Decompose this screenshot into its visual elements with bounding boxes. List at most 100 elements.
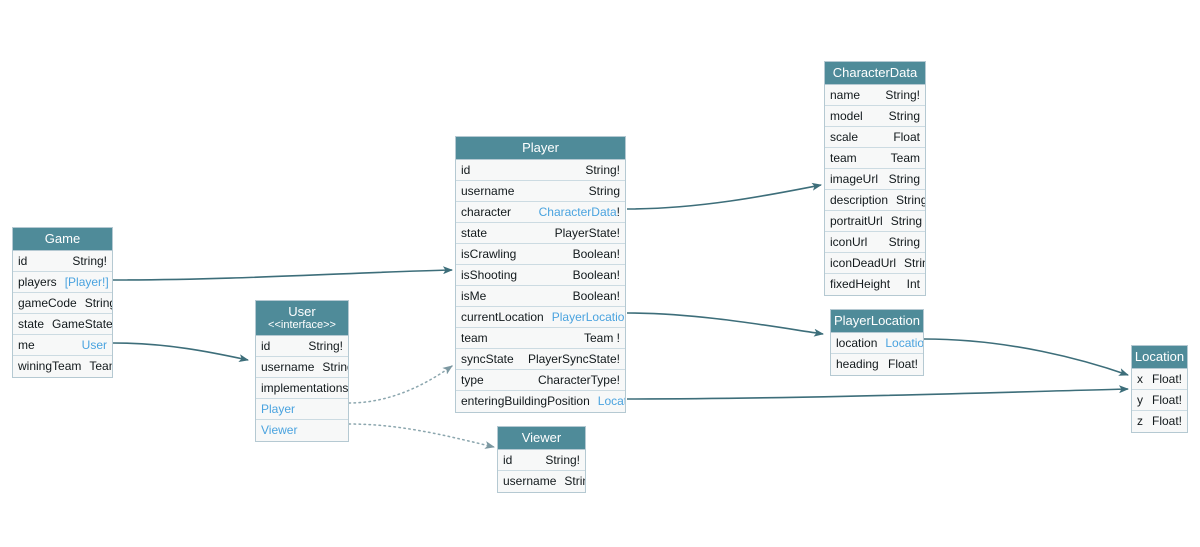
field-type: Float [893, 129, 920, 144]
table-row[interactable]: character CharacterData! [456, 202, 625, 223]
entity-game-title: Game [13, 228, 112, 251]
table-row[interactable]: username String [456, 181, 625, 202]
table-row[interactable]: winingTeam Team [13, 356, 112, 377]
table-row[interactable]: state GameState! [13, 314, 112, 335]
table-row[interactable]: model String [825, 106, 925, 127]
table-row[interactable]: portraitUrl String [825, 211, 925, 232]
table-row[interactable]: isMe Boolean! [456, 286, 625, 307]
table-row[interactable]: state PlayerState! [456, 223, 625, 244]
field-type: String [888, 171, 920, 186]
field-type: Float! [1151, 371, 1182, 386]
entity-user[interactable]: User <<interface>> id String! username S… [255, 300, 349, 442]
entity-playerlocation[interactable]: PlayerLocation location Location! headin… [830, 309, 924, 376]
table-row[interactable]: z Float! [1132, 411, 1187, 432]
field-name: type [461, 372, 484, 387]
table-row[interactable]: team Team ! [456, 328, 625, 349]
entity-viewer[interactable]: Viewer id String! username String [497, 426, 586, 493]
table-row[interactable]: imageUrl String [825, 169, 925, 190]
field-type: Float! [1151, 392, 1182, 407]
field-name: location [836, 335, 878, 350]
entity-viewer-title: Viewer [498, 427, 585, 450]
field-type: Boolean! [572, 246, 620, 261]
entity-user-name: User [288, 304, 316, 319]
entity-player-title: Player [456, 137, 625, 160]
field-name: iconUrl [830, 234, 868, 249]
field-type[interactable]: CharacterData! [539, 202, 620, 222]
implementation-player[interactable]: Player [256, 399, 348, 420]
field-type: String [890, 213, 923, 228]
field-name: currentLocation [461, 309, 544, 324]
table-row[interactable]: id String! [456, 160, 625, 181]
table-row[interactable]: enteringBuildingPosition Location [456, 391, 625, 412]
edge-playerlocation-location-to-location [923, 338, 1129, 376]
entity-location[interactable]: Location x Float! y Float! z Float! [1131, 345, 1188, 433]
table-row[interactable]: isCrawling Boolean! [456, 244, 625, 265]
field-name: fixedHeight [830, 277, 891, 291]
table-row[interactable]: username String [498, 471, 585, 492]
field-name: portraitUrl [830, 213, 883, 228]
field-type[interactable]: Location! [885, 335, 923, 350]
field-type: String! [72, 253, 107, 268]
table-row[interactable]: syncState PlayerSyncState! [456, 349, 625, 370]
implementation-name[interactable]: Player [261, 401, 296, 416]
table-row[interactable]: id String! [256, 336, 348, 357]
field-name: syncState [461, 351, 514, 366]
field-name: state [461, 225, 488, 240]
edge-player-character-to-characterdata [626, 182, 822, 210]
field-name: imageUrl [830, 171, 879, 186]
table-row[interactable]: location Location! [831, 333, 923, 354]
field-name: me [18, 337, 35, 352]
field-name: model [830, 108, 863, 123]
field-name: iconDeadUrl [830, 255, 897, 270]
table-row[interactable]: players [Player!] [13, 272, 112, 293]
entity-game[interactable]: Game id String! players [Player!] gameCo… [12, 227, 113, 378]
table-row[interactable]: fixedHeight Int [825, 274, 925, 295]
implementation-name[interactable]: Viewer [261, 423, 298, 437]
field-type: String [904, 255, 925, 270]
entity-playerlocation-title: PlayerLocation [831, 310, 923, 333]
field-type[interactable]: [Player!] [64, 274, 109, 289]
table-row[interactable]: scale Float [825, 127, 925, 148]
field-name: isCrawling [461, 246, 517, 261]
field-type: String! [84, 295, 112, 310]
table-row[interactable]: id String! [13, 251, 112, 272]
table-row[interactable]: x Float! [1132, 369, 1187, 390]
edge-user-viewer-implements [348, 423, 495, 449]
field-type: PlayerState! [554, 225, 620, 240]
table-row[interactable]: me User [13, 335, 112, 356]
table-row[interactable]: y Float! [1132, 390, 1187, 411]
field-type: Boolean! [572, 288, 620, 303]
field-type: Team [89, 359, 112, 373]
table-row[interactable]: team Team [825, 148, 925, 169]
entity-characterdata[interactable]: CharacterData name String! model String … [824, 61, 926, 296]
entity-player[interactable]: Player id String! username String charac… [455, 136, 626, 413]
field-type[interactable]: User [81, 337, 107, 352]
table-row[interactable]: gameCode String! [13, 293, 112, 314]
field-type[interactable]: PlayerLocation! [552, 307, 625, 327]
field-name: id [503, 452, 513, 467]
field-name: players [18, 274, 57, 289]
field-name: team [461, 330, 488, 345]
field-name: id [261, 338, 271, 353]
table-row[interactable]: currentLocation PlayerLocation! [456, 307, 625, 328]
implementations-label: implementations [261, 380, 348, 395]
table-row[interactable]: iconUrl String [825, 232, 925, 253]
field-type: PlayerSyncState! [527, 351, 620, 366]
table-row[interactable]: iconDeadUrl String [825, 253, 925, 274]
table-row[interactable]: name String! [825, 85, 925, 106]
table-row[interactable]: heading Float! [831, 354, 923, 375]
table-row[interactable]: type CharacterType! [456, 370, 625, 391]
field-type: String [564, 474, 585, 488]
implementation-viewer[interactable]: Viewer [256, 420, 348, 441]
table-row[interactable]: id String! [498, 450, 585, 471]
table-row[interactable]: description String [825, 190, 925, 211]
field-name: state [18, 316, 45, 331]
table-row[interactable]: username String [256, 357, 348, 378]
field-type: String [888, 108, 920, 123]
table-row[interactable]: isShooting Boolean! [456, 265, 625, 286]
field-name: username [503, 474, 557, 488]
field-name: heading [836, 357, 879, 371]
field-type[interactable]: Location [597, 394, 625, 408]
implementations-header: implementations [256, 378, 348, 399]
